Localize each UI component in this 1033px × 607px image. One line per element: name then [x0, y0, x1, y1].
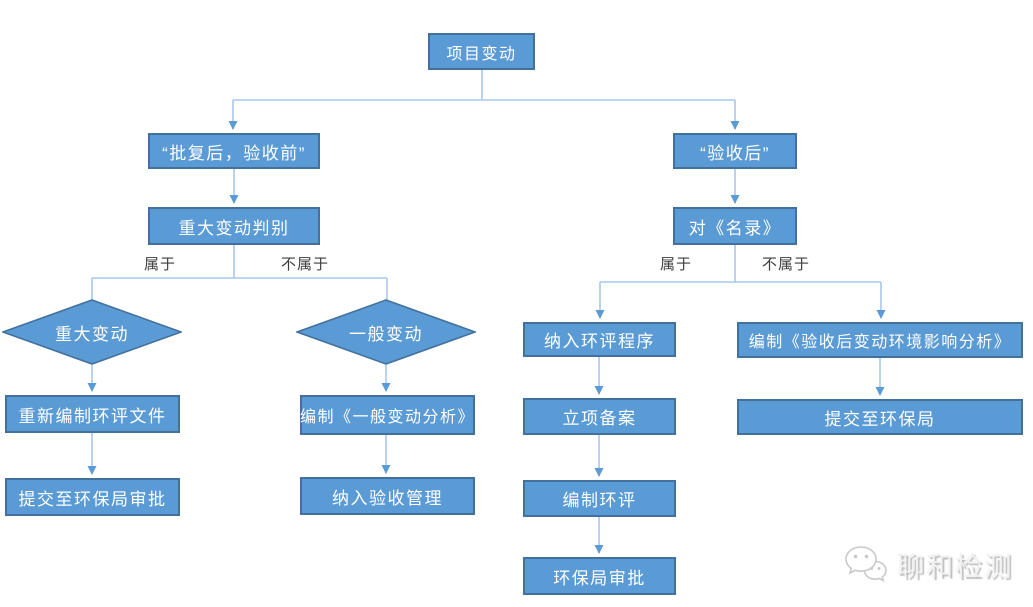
node-general-change: 一般变动 [296, 299, 476, 365]
node-label: 提交至环保局 [824, 409, 936, 429]
diamond-shape [2, 299, 182, 365]
node-label: 编制《验收后变动环境影响分析》 [748, 334, 1012, 351]
edge-label-right-not-belongs: 不属于 [761, 257, 811, 273]
node-compile-post-acceptance-analysis: 编制《验收后变动环境影响分析》 [737, 322, 1023, 358]
edge-label-left-belongs: 属于 [143, 257, 177, 273]
node-label: “验收后” [700, 143, 770, 163]
node-into-eia-procedure: 纳入环评程序 [523, 322, 676, 357]
node-label: 纳入验收管理 [332, 488, 443, 508]
node-label: “批复后，验收前” [162, 143, 306, 163]
node-label: 项目变动 [446, 45, 517, 63]
node-label: 纳入环评程序 [544, 332, 655, 351]
watermark: 聊和检测 [843, 544, 1013, 584]
node-label: 重新编制环评文件 [18, 406, 167, 426]
node-major-change: 重大变动 [2, 299, 182, 365]
node-label: 编制环评 [562, 491, 637, 510]
node-against-catalog: 对《名录》 [673, 207, 797, 245]
diamond-shape [296, 299, 476, 365]
node-label: 重大变动 [55, 324, 129, 344]
node-label: 重大变动判别 [178, 218, 290, 238]
node-project-filing: 立项备案 [523, 398, 676, 435]
node-label: 环保局审批 [553, 568, 646, 588]
node-label: 编制《一般变动分析》 [300, 409, 476, 426]
node-epb-approval: 环保局审批 [523, 557, 676, 595]
node-label: 提交至环保局审批 [18, 489, 167, 509]
node-into-acceptance-management: 纳入验收管理 [300, 477, 475, 515]
node-label: 立项备案 [562, 409, 637, 428]
node-after-approval-before-acceptance: “批复后，验收前” [148, 133, 320, 169]
node-project-change: 项目变动 [428, 33, 535, 70]
watermark-text: 聊和检测 [897, 551, 1013, 582]
node-compile-general-change-analysis: 编制《一般变动分析》 [300, 395, 475, 435]
node-label: 一般变动 [349, 324, 423, 344]
wechat-icon [845, 546, 887, 583]
node-submit-to-epb: 提交至环保局 [737, 399, 1023, 435]
node-major-change-judgement: 重大变动判别 [148, 207, 320, 245]
edge-label-left-not-belongs: 不属于 [280, 257, 330, 273]
node-recompile-eia-document: 重新编制环评文件 [5, 395, 180, 433]
edge-label-right-belongs: 属于 [659, 257, 693, 273]
node-label: 对《名录》 [688, 218, 782, 238]
node-after-acceptance: “验收后” [673, 133, 797, 169]
node-compile-eia: 编制环评 [523, 480, 676, 517]
node-submit-epb-approval: 提交至环保局审批 [5, 478, 180, 516]
